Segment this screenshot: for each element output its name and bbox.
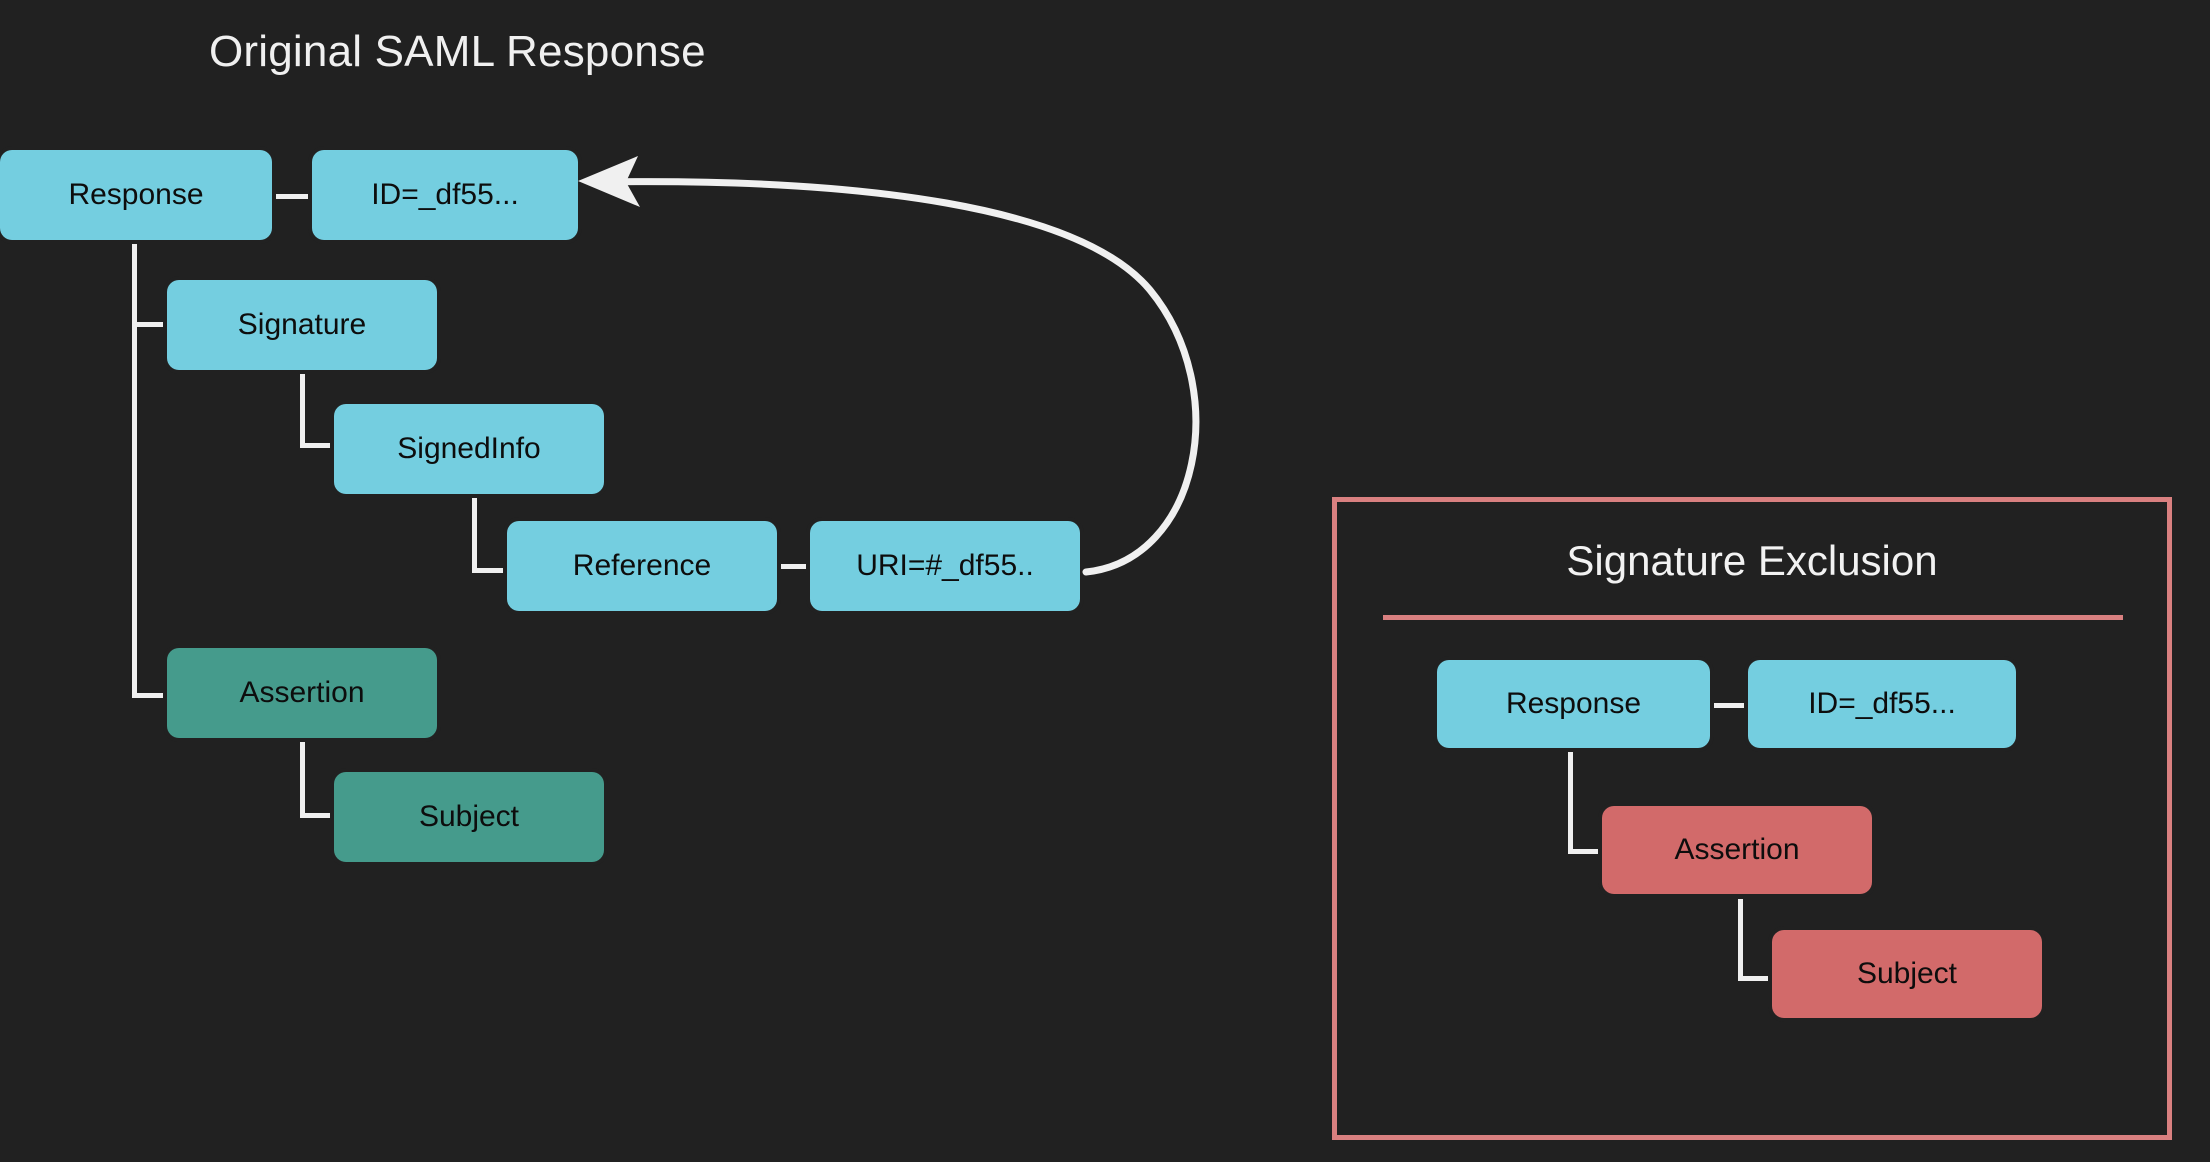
panel-link-trunk-to-assertion bbox=[1568, 849, 1606, 854]
node-uri-attribute[interactable]: URI=#_df55.. bbox=[810, 521, 1080, 611]
panel-node-assertion[interactable]: Assertion bbox=[1602, 806, 1872, 894]
left-diagram-title: Original SAML Response bbox=[209, 27, 706, 76]
panel-link-assertion-trunk bbox=[1738, 899, 1743, 981]
signature-exclusion-panel bbox=[1332, 497, 2172, 1140]
signature-exclusion-title: Signature Exclusion bbox=[1566, 537, 1938, 584]
node-signature[interactable]: Signature bbox=[167, 280, 437, 370]
panel-link-response-to-id bbox=[1710, 703, 1750, 708]
link-trunk-to-reference bbox=[472, 568, 508, 573]
panel-node-id-attribute[interactable]: ID=_df55... bbox=[1748, 660, 2016, 748]
link-reference-to-uri bbox=[778, 564, 810, 569]
node-id-attribute[interactable]: ID=_df55... bbox=[312, 150, 578, 240]
panel-link-trunk-to-subject bbox=[1738, 976, 1774, 981]
panel-node-response[interactable]: Response bbox=[1437, 660, 1710, 748]
link-signature-trunk bbox=[300, 370, 305, 448]
link-trunk-to-signedinfo bbox=[300, 443, 336, 448]
node-subject[interactable]: Subject bbox=[334, 772, 604, 862]
link-trunk-to-subject bbox=[300, 813, 336, 818]
link-assertion-trunk bbox=[300, 740, 305, 818]
panel-title-divider bbox=[1383, 615, 2123, 620]
link-signedinfo-trunk bbox=[472, 495, 477, 573]
link-response-to-id bbox=[272, 194, 314, 199]
link-response-trunk bbox=[132, 236, 137, 698]
panel-node-subject[interactable]: Subject bbox=[1772, 930, 2042, 1018]
node-signedinfo[interactable]: SignedInfo bbox=[334, 404, 604, 494]
node-reference[interactable]: Reference bbox=[507, 521, 777, 611]
link-trunk-to-signature bbox=[132, 322, 170, 327]
link-trunk-to-assertion bbox=[132, 693, 170, 698]
panel-link-response-trunk bbox=[1568, 749, 1573, 854]
node-response[interactable]: Response bbox=[0, 150, 272, 240]
node-assertion[interactable]: Assertion bbox=[167, 648, 437, 738]
